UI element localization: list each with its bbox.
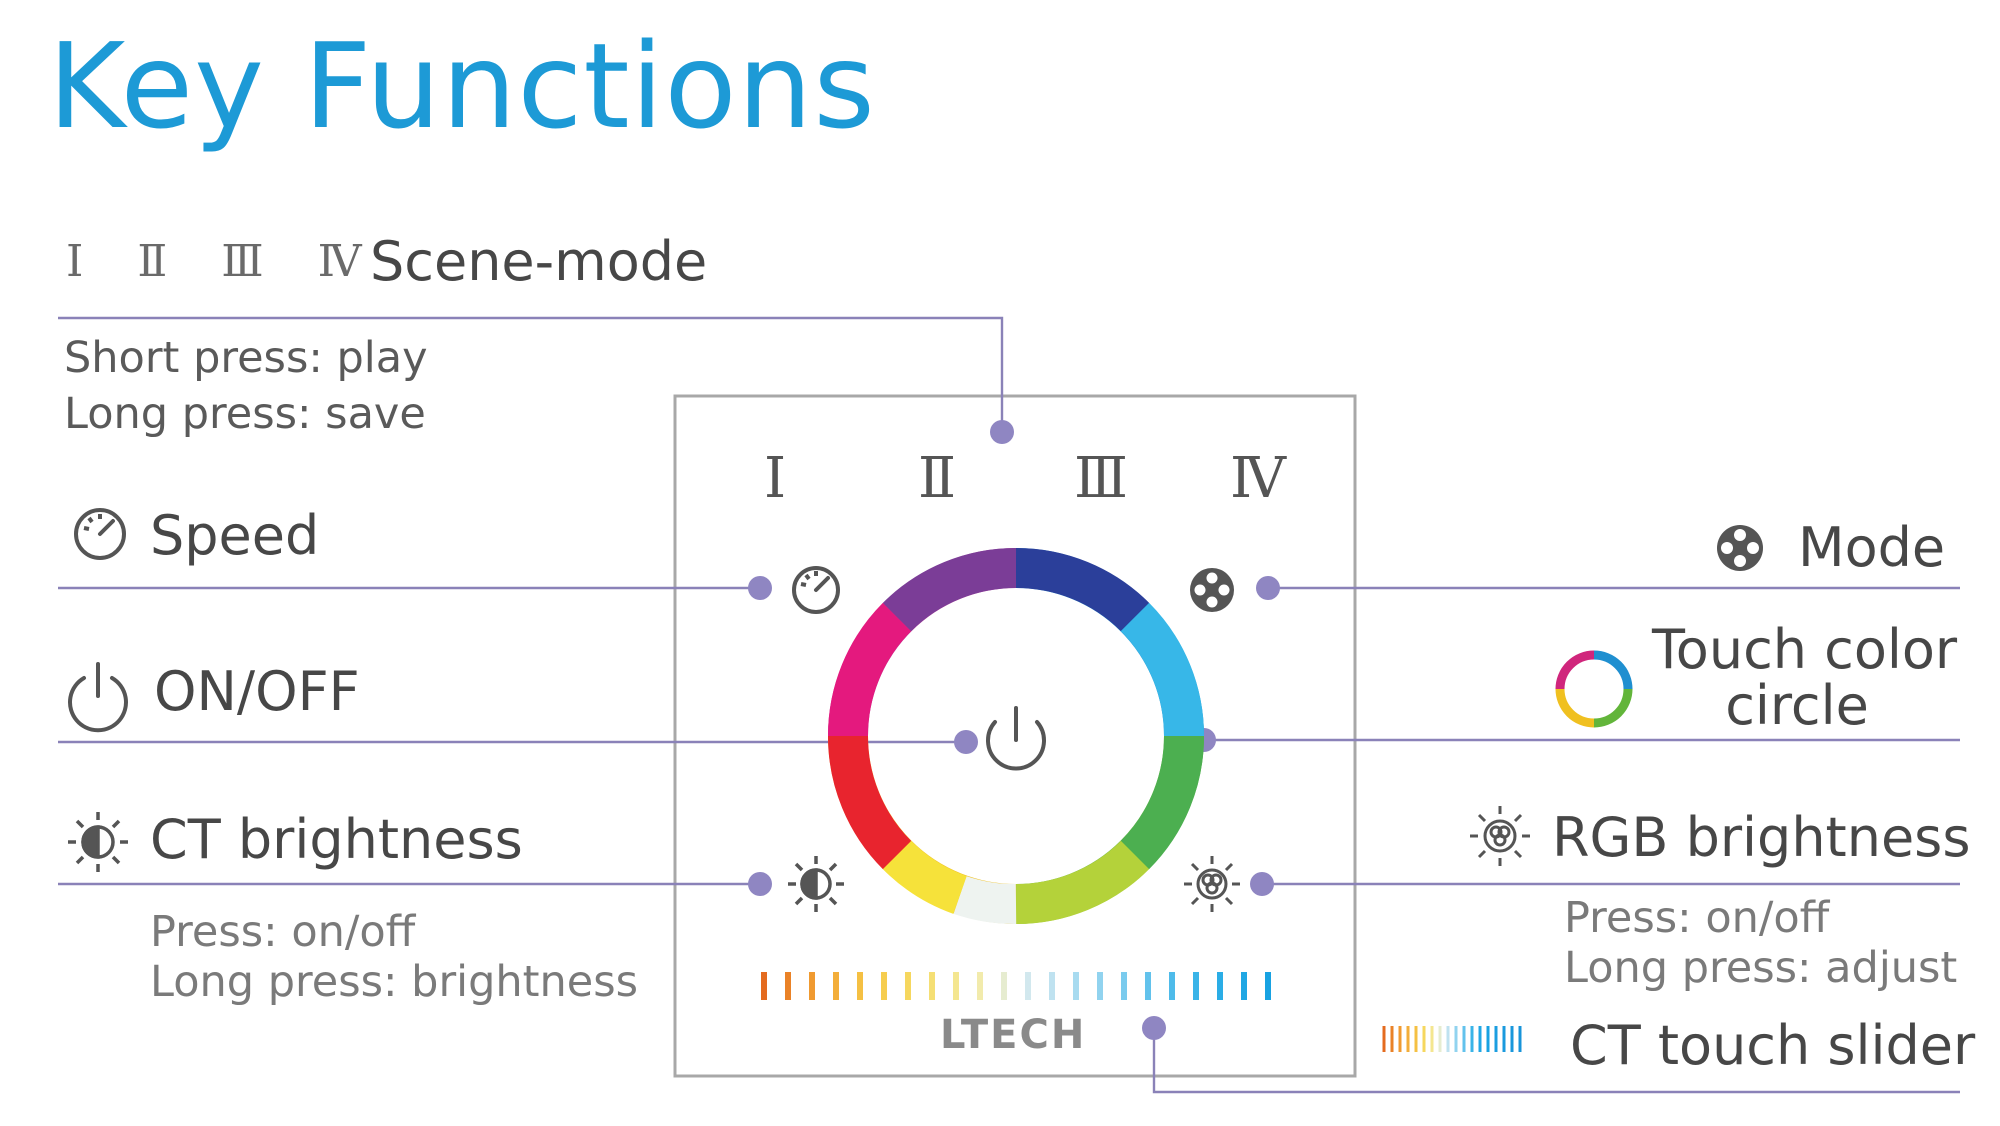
- dot-ct-slider: [1142, 1016, 1166, 1040]
- speedometer-icon: [74, 508, 126, 560]
- sun-half-icon: [68, 812, 128, 872]
- power-icon: [68, 662, 128, 733]
- panel-speed-icon[interactable]: [792, 566, 840, 614]
- scene-mode-desc-2: Long press: save: [64, 389, 426, 439]
- dot-rgb-brightness: [1250, 872, 1274, 896]
- touch-color-label-2: circle: [1725, 674, 1869, 737]
- panel-scene-button-2[interactable]: Ⅱ: [918, 446, 957, 511]
- dot-mode: [1256, 576, 1280, 600]
- panel-mode-icon[interactable]: [1190, 568, 1234, 612]
- rgb-brightness-desc-1: Press: on/off: [1564, 893, 1830, 943]
- touch-color-label-1: Touch color: [1652, 618, 1958, 681]
- leader-ct-slider: [1152, 1028, 1960, 1094]
- color-ring-icon: [1555, 650, 1633, 728]
- scene-mode-desc-1: Short press: play: [64, 333, 428, 383]
- panel-power-icon[interactable]: [986, 706, 1046, 771]
- mode-dots-icon: [1717, 525, 1763, 571]
- dot-scene-mode: [990, 420, 1014, 444]
- rgb-brightness-desc-2: Long press: adjust: [1564, 943, 1958, 993]
- panel-ct-slider[interactable]: [761, 972, 1271, 1000]
- sun-rgb-icon: [1470, 806, 1530, 866]
- panel-ct-brightness-icon[interactable]: [788, 856, 844, 912]
- panel-rgb-brightness-icon[interactable]: [1184, 856, 1240, 912]
- dot-onoff: [954, 730, 978, 754]
- onoff-label: ON/OFF: [154, 660, 360, 723]
- ct-brightness-label: CT brightness: [150, 808, 523, 871]
- panel-scene-button-4[interactable]: Ⅳ: [1230, 446, 1286, 511]
- leader-scene-mode: [58, 316, 1004, 432]
- panel-scene-button-3[interactable]: Ⅲ: [1074, 446, 1129, 511]
- rgb-brightness-label: RGB brightness: [1552, 806, 1971, 869]
- touch-color-wheel[interactable]: [827, 547, 1205, 925]
- scene-mode-label: Scene-mode: [370, 230, 708, 293]
- ct-slider-label: CT touch slider: [1570, 1014, 1976, 1077]
- ct-brightness-desc-1: Press: on/off: [150, 907, 416, 957]
- panel-scene-button-1[interactable]: Ⅰ: [764, 446, 787, 511]
- page-title: Key Functions: [48, 17, 876, 155]
- dot-speed: [748, 576, 772, 600]
- ct-slider-icon: [1382, 1026, 1522, 1052]
- scene-mode-numerals: Ⅰ Ⅱ Ⅲ Ⅳ: [66, 236, 362, 287]
- speed-label: Speed: [150, 504, 320, 567]
- ct-brightness-desc-2: Long press: brightness: [150, 957, 639, 1007]
- dot-ct-brightness: [748, 872, 772, 896]
- mode-label: Mode: [1798, 516, 1946, 579]
- brand-logo: LTECH: [940, 1012, 1087, 1058]
